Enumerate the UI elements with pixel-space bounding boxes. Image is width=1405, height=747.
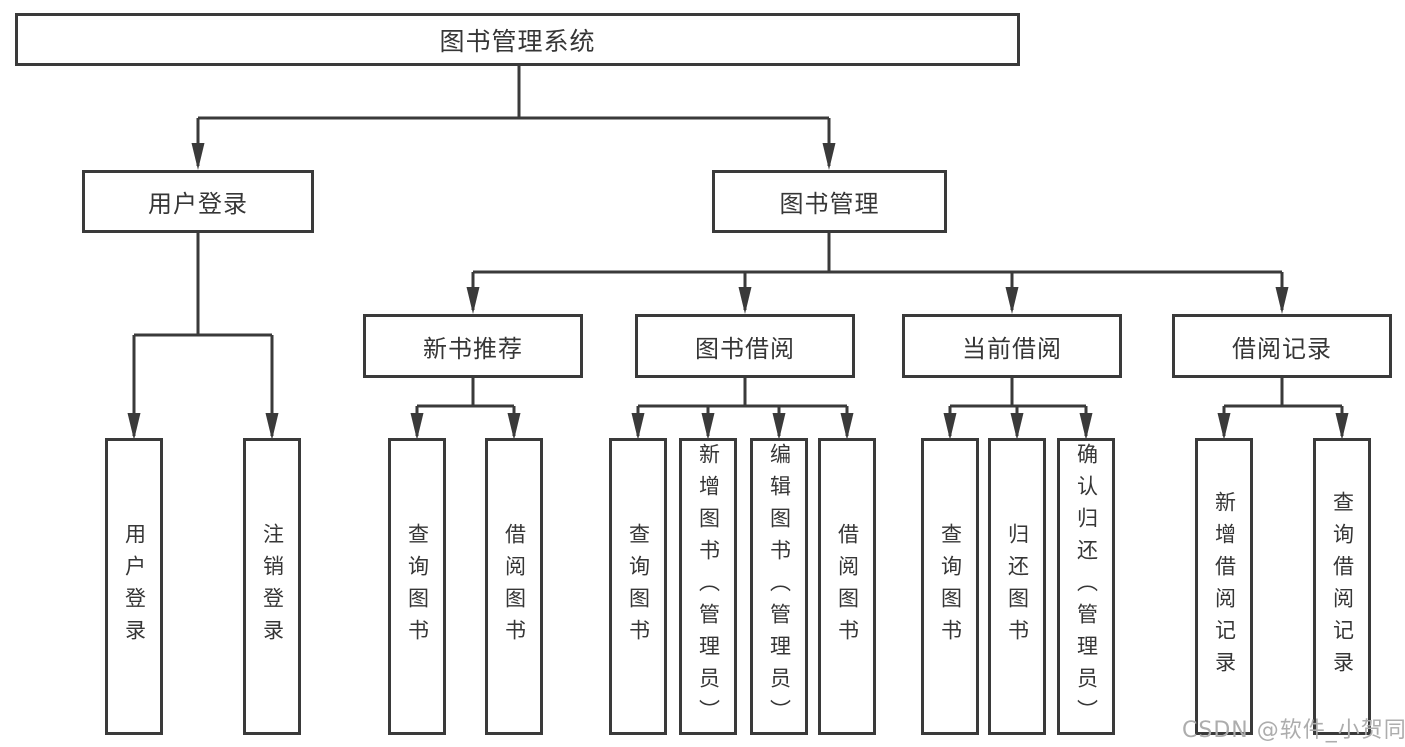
leaf-query-borrow-record: 查询借阅记录 <box>1313 438 1371 735</box>
node-book-borrowing: 图书借阅 <box>635 314 855 378</box>
leaf-current-query-books: 查询图书 <box>921 438 979 735</box>
node-library-management-system: 图书管理系统 <box>15 13 1020 66</box>
node-user-login: 用户登录 <box>82 170 314 233</box>
leaf-edit-books-admin: 编辑图书（管理员） <box>750 438 808 735</box>
connector-new-book-branch <box>410 378 521 440</box>
leaf-borrowing-borrow-books: 借阅图书 <box>818 438 876 735</box>
leaf-add-books-admin: 新增图书（管理员） <box>679 438 737 735</box>
connector-book-borrow-branch <box>631 378 854 440</box>
leaf-logout: 注销登录 <box>243 438 301 735</box>
node-new-book-recommendation: 新书推荐 <box>363 314 583 378</box>
leaf-confirm-return-admin: 确认归还（管理员） <box>1057 438 1115 735</box>
leaf-user-login: 用户登录 <box>105 438 163 735</box>
leaf-recommend-query-books: 查询图书 <box>388 438 446 735</box>
leaf-borrowing-query-books: 查询图书 <box>609 438 667 735</box>
leaf-recommend-borrow-books: 借阅图书 <box>485 438 543 735</box>
leaf-return-books: 归还图书 <box>988 438 1046 735</box>
csdn-watermark: CSDN @软件_小贺同学 <box>1182 718 1405 743</box>
connector-user-login-branch <box>127 233 279 440</box>
connector-root-to-level2 <box>191 66 836 170</box>
node-borrowing-records: 借阅记录 <box>1172 314 1392 378</box>
node-current-borrowing: 当前借阅 <box>902 314 1122 378</box>
leaf-add-borrow-record: 新增借阅记录 <box>1195 438 1253 735</box>
node-book-management: 图书管理 <box>712 170 947 233</box>
connector-current-borrow-branch <box>943 378 1093 440</box>
connector-borrow-records-branch <box>1217 378 1349 440</box>
connector-book-management-branch <box>466 233 1289 314</box>
